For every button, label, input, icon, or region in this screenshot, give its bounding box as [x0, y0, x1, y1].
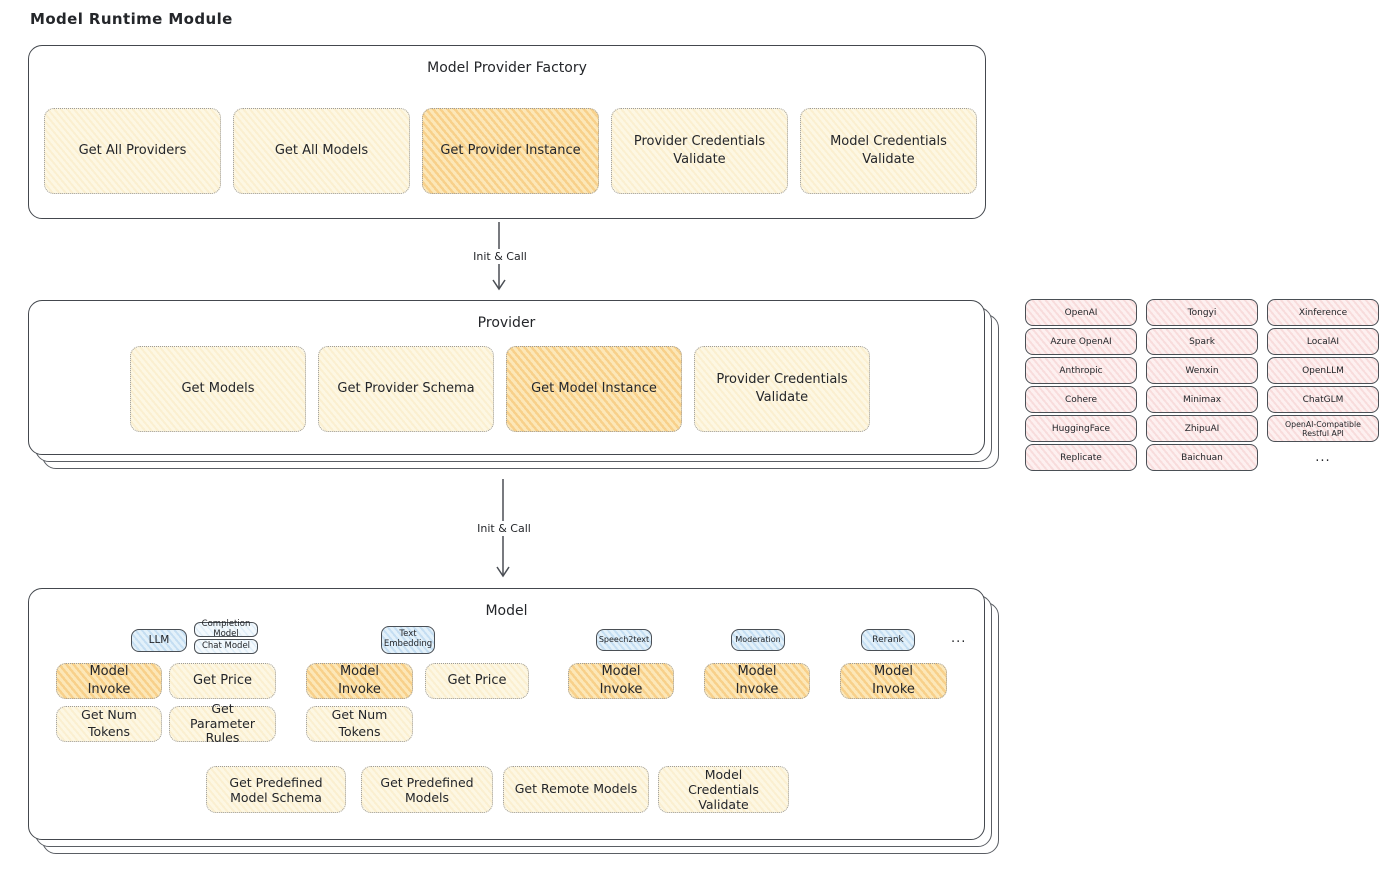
model-panel-group: Model LLM Completion Model Chat Model Te…	[28, 588, 999, 854]
tab-moderation: Moderation	[731, 629, 785, 651]
provider-panel-title: Provider	[477, 315, 536, 331]
provider-pill-wenxin: Wenxin	[1146, 357, 1258, 384]
model-credentials-validate-button-2: Model Credentials Validate	[658, 766, 789, 813]
rerank-model-invoke-button: Model Invoke	[840, 663, 947, 699]
text-embedding-model-invoke-button: Model Invoke	[306, 663, 413, 699]
get-all-models-button: Get All Models	[233, 108, 410, 194]
get-provider-schema-button: Get Provider Schema	[318, 346, 494, 432]
provider-pill-huggingface: HuggingFace	[1025, 415, 1137, 442]
tab-rerank: Rerank	[861, 629, 915, 651]
provider-pill-anthropic: Anthropic	[1025, 357, 1137, 384]
provider-panel: Provider Get Models Get Provider Schema …	[28, 300, 985, 455]
page-title: Model Runtime Module	[30, 10, 233, 28]
model-types-ellipsis: ...	[951, 631, 967, 646]
speech2text-model-invoke-button: Model Invoke	[568, 663, 674, 699]
tab-completion-model: Completion Model	[194, 619, 258, 638]
llm-get-num-tokens-button: Get Num Tokens	[56, 706, 162, 742]
provider-panel-group: Provider Get Models Get Provider Schema …	[28, 300, 999, 469]
model-panel: Model LLM Completion Model Chat Model Te…	[28, 588, 985, 840]
provider-pill-cohere: Cohere	[1025, 386, 1137, 413]
tab-llm: LLM	[131, 629, 187, 652]
get-all-providers-button: Get All Providers	[44, 108, 221, 194]
provider-credentials-validate-button-2: Provider Credentials Validate	[694, 346, 870, 432]
llm-model-invoke-button: Model Invoke	[56, 663, 162, 699]
text-embedding-get-num-tokens-button: Get Num Tokens	[306, 706, 413, 742]
factory-panel-title: Model Provider Factory	[427, 60, 587, 76]
provider-pill-openai-compatible: OpenAI-Compatible Restful API	[1267, 415, 1379, 442]
text-embedding-get-price-button: Get Price	[425, 663, 529, 699]
get-predefined-model-schema-button: Get Predefined Model Schema	[206, 766, 346, 813]
get-remote-models-button: Get Remote Models	[503, 766, 649, 813]
model-panel-title: Model	[485, 603, 528, 619]
provider-pill-azure-openai: Azure OpenAI	[1025, 328, 1137, 355]
get-model-instance-button: Get Model Instance	[506, 346, 682, 432]
provider-pill-openllm: OpenLLM	[1267, 357, 1379, 384]
get-predefined-models-button: Get Predefined Models	[361, 766, 493, 813]
tab-chat-model: Chat Model	[194, 639, 258, 654]
provider-pill-baichuan: Baichuan	[1146, 444, 1258, 471]
get-provider-instance-button: Get Provider Instance	[422, 108, 599, 194]
provider-credentials-validate-button: Provider Credentials Validate	[611, 108, 788, 194]
get-models-button: Get Models	[130, 346, 306, 432]
provider-pill-replicate: Replicate	[1025, 444, 1137, 471]
tab-text-embedding: Text Embedding	[381, 626, 435, 654]
tab-speech2text: Speech2text	[596, 629, 652, 651]
factory-panel: Model Provider Factory Get All Providers…	[28, 45, 986, 219]
provider-pill-zhipuai: ZhipuAI	[1146, 415, 1258, 442]
provider-pill-openai: OpenAI	[1025, 299, 1137, 326]
factory-button-row: Get All Providers Get All Models Get Pro…	[44, 108, 977, 194]
provider-pill-chatglm: ChatGLM	[1267, 386, 1379, 413]
provider-pill-minimax: Minimax	[1146, 386, 1258, 413]
provider-pill-spark: Spark	[1146, 328, 1258, 355]
provider-pill-localai: LocalAI	[1267, 328, 1379, 355]
provider-pill-xinference: Xinference	[1267, 299, 1379, 326]
provider-pill-tongyi: Tongyi	[1146, 299, 1258, 326]
model-credentials-validate-button: Model Credentials Validate	[800, 108, 977, 194]
provider-button-row: Get Models Get Provider Schema Get Model…	[130, 346, 870, 432]
moderation-model-invoke-button: Model Invoke	[704, 663, 810, 699]
init-call-label-2: Init & Call	[472, 521, 536, 536]
provider-list-ellipsis: ...	[1315, 450, 1331, 465]
provider-list-grid: OpenAI Tongyi Xinference Azure OpenAI Sp…	[1025, 299, 1379, 471]
init-call-label-1: Init & Call	[468, 249, 532, 264]
llm-get-price-button: Get Price	[169, 663, 276, 699]
llm-get-parameter-rules-button: Get Parameter Rules	[169, 702, 276, 745]
